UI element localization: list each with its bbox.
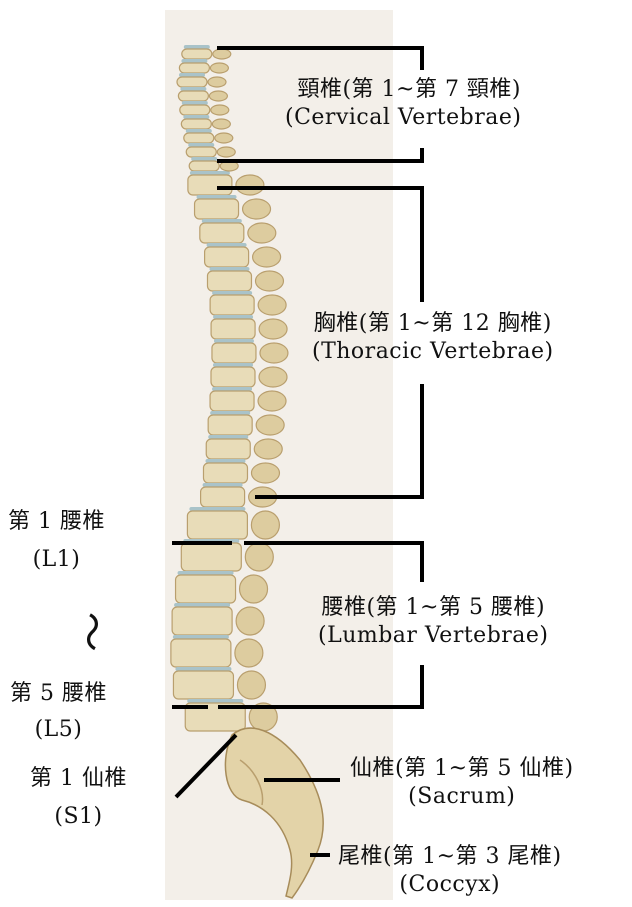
spinous-process	[208, 77, 226, 87]
cervical-label-jp: 頸椎(第 1~第 7 頸椎)	[297, 76, 521, 104]
range-symbol-text: 〜	[70, 612, 110, 653]
spinous-process	[260, 343, 288, 363]
vertebral-body	[211, 367, 255, 387]
spinous-process	[211, 105, 229, 115]
lumbar-label: 腰椎(第 1~第 5 腰椎) (Lumbar Vertebrae)	[318, 594, 549, 650]
spinous-process	[258, 295, 286, 315]
l1-label-jp: 第 1 腰椎	[8, 508, 105, 536]
spinous-process	[251, 511, 279, 539]
vertebral-body	[210, 391, 254, 411]
vertebral-body	[212, 343, 256, 363]
vertebral-body	[189, 161, 219, 171]
vertebral-body	[172, 607, 232, 635]
vertebral-body	[188, 175, 232, 195]
sacrum-label: 仙椎(第 1~第 5 仙椎) (Sacrum)	[350, 755, 574, 811]
spinous-process	[215, 133, 233, 143]
vertebral-body	[210, 295, 254, 315]
s1-label-jp: 第 1 仙椎	[30, 765, 127, 793]
spinous-process	[236, 175, 264, 195]
spinous-process	[236, 607, 264, 635]
s1-label: 第 1 仙椎 (S1)	[30, 765, 127, 831]
vertebral-body	[208, 415, 252, 435]
l1-label-code: (L1)	[8, 546, 105, 574]
l5-label-code: (L5)	[10, 716, 107, 744]
coccyx-label: 尾椎(第 1~第 3 尾椎) (Coccyx)	[338, 843, 562, 899]
vertebral-body	[182, 49, 212, 59]
vertebral-body	[211, 319, 255, 339]
spinous-process	[258, 391, 286, 411]
s1-label-code: (S1)	[30, 803, 127, 831]
vertebral-body	[200, 223, 244, 243]
vertebral-body	[178, 91, 208, 101]
vertebral-body	[173, 671, 233, 699]
vertebral-body	[205, 247, 249, 267]
spinous-process	[251, 463, 279, 483]
vertebral-body	[206, 439, 250, 459]
vertebral-body	[179, 63, 209, 73]
vertebral-body	[181, 543, 241, 571]
spinous-process	[213, 49, 231, 59]
thoracic-label-jp: 胸椎(第 1~第 12 胸椎)	[312, 310, 554, 338]
lumbar-label-en: (Lumbar Vertebrae)	[318, 622, 549, 650]
vertebral-body	[176, 575, 236, 603]
spinous-process	[254, 439, 282, 459]
vertebral-body	[181, 119, 211, 129]
spinous-process	[248, 223, 276, 243]
spinous-process	[240, 575, 268, 603]
spinous-process	[245, 543, 273, 571]
vertebral-body	[171, 639, 231, 667]
vertebral-body	[180, 105, 210, 115]
vertebral-body	[195, 199, 239, 219]
spinous-process	[256, 415, 284, 435]
range-symbol: 〜	[70, 612, 110, 653]
spinous-process	[212, 119, 230, 129]
spinous-process	[237, 671, 265, 699]
cervical-label-en: (Cervical Vertebrae)	[285, 104, 521, 132]
l1-label: 第 1 腰椎 (L1)	[8, 508, 105, 574]
spinous-process	[243, 199, 271, 219]
vertebral-body	[184, 133, 214, 143]
l5-label-jp: 第 5 腰椎	[10, 680, 107, 708]
spinous-process	[259, 367, 287, 387]
thoracic-label-en: (Thoracic Vertebrae)	[312, 338, 554, 366]
vertebral-body	[186, 147, 216, 157]
coccyx-label-en: (Coccyx)	[338, 871, 562, 899]
vertebral-body	[177, 77, 207, 87]
vertebral-body	[187, 511, 247, 539]
spinous-process	[210, 63, 228, 73]
lumbar-label-jp: 腰椎(第 1~第 5 腰椎)	[318, 594, 549, 622]
spinous-process	[209, 91, 227, 101]
thoracic-label: 胸椎(第 1~第 12 胸椎) (Thoracic Vertebrae)	[312, 310, 554, 366]
vertebral-body	[207, 271, 251, 291]
vertebral-body	[201, 487, 245, 507]
coccyx-label-jp: 尾椎(第 1~第 3 尾椎)	[338, 843, 562, 871]
l5-label: 第 5 腰椎 (L5)	[10, 680, 107, 744]
spinous-process	[235, 639, 263, 667]
sacrum-label-en: (Sacrum)	[350, 783, 574, 811]
cervical-label: 頸椎(第 1~第 7 頸椎) (Cervical Vertebrae)	[297, 76, 521, 132]
spinous-process	[217, 147, 235, 157]
spinous-process	[253, 247, 281, 267]
spinous-process	[255, 271, 283, 291]
spinous-process	[259, 319, 287, 339]
sacrum-label-jp: 仙椎(第 1~第 5 仙椎)	[350, 755, 574, 783]
vertebral-body	[203, 463, 247, 483]
